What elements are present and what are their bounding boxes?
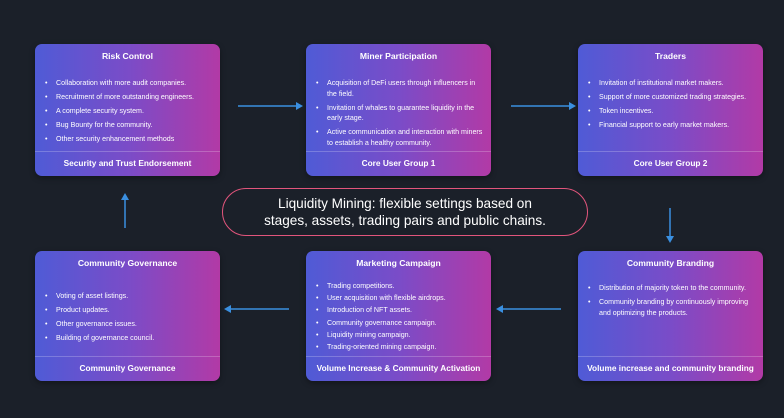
center-statement-line1: Liquidity Mining: flexible settings base… <box>278 196 532 211</box>
card-footer: Volume increase and community branding <box>587 363 754 373</box>
list-item: Voting of asset listings. <box>45 291 212 302</box>
card-divider <box>578 356 763 357</box>
center-statement-line2: stages, assets, trading pairs and public… <box>264 213 546 228</box>
arrow-icon <box>511 102 576 110</box>
card-divider <box>306 356 491 357</box>
list-item: Acquisition of DeFi users through influe… <box>316 78 483 99</box>
list-item: Bug Bounty for the community. <box>45 120 212 131</box>
card-community-governance: Community Governance Voting of asset lis… <box>35 251 220 381</box>
card-footer: Security and Trust Endorsement <box>63 158 192 168</box>
card-title: Miner Participation <box>359 51 438 61</box>
card-divider <box>578 151 763 152</box>
card-divider <box>306 151 491 152</box>
card-list: Acquisition of DeFi users through influe… <box>316 78 483 152</box>
card-title: Risk Control <box>101 51 154 61</box>
list-item: Token incentives. <box>588 106 755 117</box>
card-footer: Community Governance <box>79 363 176 373</box>
card-risk-control: Risk Control Collaboration with more aud… <box>35 44 220 176</box>
list-item: Building of governance council. <box>45 333 212 344</box>
list-item: Other security enhancement methods <box>45 134 212 145</box>
list-item: Invitation of institutional market maker… <box>588 78 755 89</box>
list-item: Recruitment of more outstanding engineer… <box>45 92 212 103</box>
card-community-branding: Community Branding Distribution of major… <box>578 251 763 381</box>
list-item: A complete security system. <box>45 106 212 117</box>
list-item: User acquisition with flexible airdrops. <box>316 293 483 304</box>
card-footer: Core User Group 1 <box>361 158 436 168</box>
list-item: Distribution of majority token to the co… <box>588 283 755 294</box>
card-list: Trading competitions. User acquisition w… <box>316 281 483 354</box>
card-footer: Core User Group 2 <box>633 158 708 168</box>
list-item: Collaboration with more audit companies. <box>45 78 212 89</box>
card-title: Traders <box>654 51 687 61</box>
arrow-icon <box>121 193 129 228</box>
card-list: Collaboration with more audit companies.… <box>45 78 212 148</box>
list-item: Trading competitions. <box>316 281 483 292</box>
list-item: Liquidity mining campaign. <box>316 330 483 341</box>
card-list: Invitation of institutional market maker… <box>588 78 755 134</box>
card-list: Distribution of majority token to the co… <box>588 283 755 322</box>
list-item: Support of more customized trading strat… <box>588 92 755 103</box>
list-item: Community governance campaign. <box>316 318 483 329</box>
list-item: Other governance issues. <box>45 319 212 330</box>
card-list: Voting of asset listings. Product update… <box>45 291 212 347</box>
card-footer: Volume Increase & Community Activation <box>316 363 481 373</box>
card-traders: Traders Invitation of institutional mark… <box>578 44 763 176</box>
arrow-icon <box>496 305 561 313</box>
card-divider <box>35 356 220 357</box>
arrow-icon <box>238 102 303 110</box>
list-item: Trading-oriented mining campaign. <box>316 342 483 353</box>
card-title: Marketing Campaign <box>356 258 441 268</box>
list-item: Product updates. <box>45 305 212 316</box>
arrow-icon <box>666 208 674 243</box>
list-item: Introduction of NFT assets. <box>316 305 483 316</box>
center-statement: Liquidity Mining: flexible settings base… <box>222 188 588 236</box>
card-title: Community Governance <box>77 258 178 268</box>
list-item: Financial support to early market makers… <box>588 120 755 131</box>
list-item: Invitation of whales to guarantee liquid… <box>316 103 483 124</box>
list-item: Community branding by continuously impro… <box>588 297 755 318</box>
list-item: Active communication and interaction wit… <box>316 127 483 148</box>
card-marketing-campaign: Marketing Campaign Trading competitions.… <box>306 251 491 381</box>
card-title: Community Branding <box>626 258 715 268</box>
arrow-icon <box>224 305 289 313</box>
card-divider <box>35 151 220 152</box>
card-miner-participation: Miner Participation Acquisition of DeFi … <box>306 44 491 176</box>
